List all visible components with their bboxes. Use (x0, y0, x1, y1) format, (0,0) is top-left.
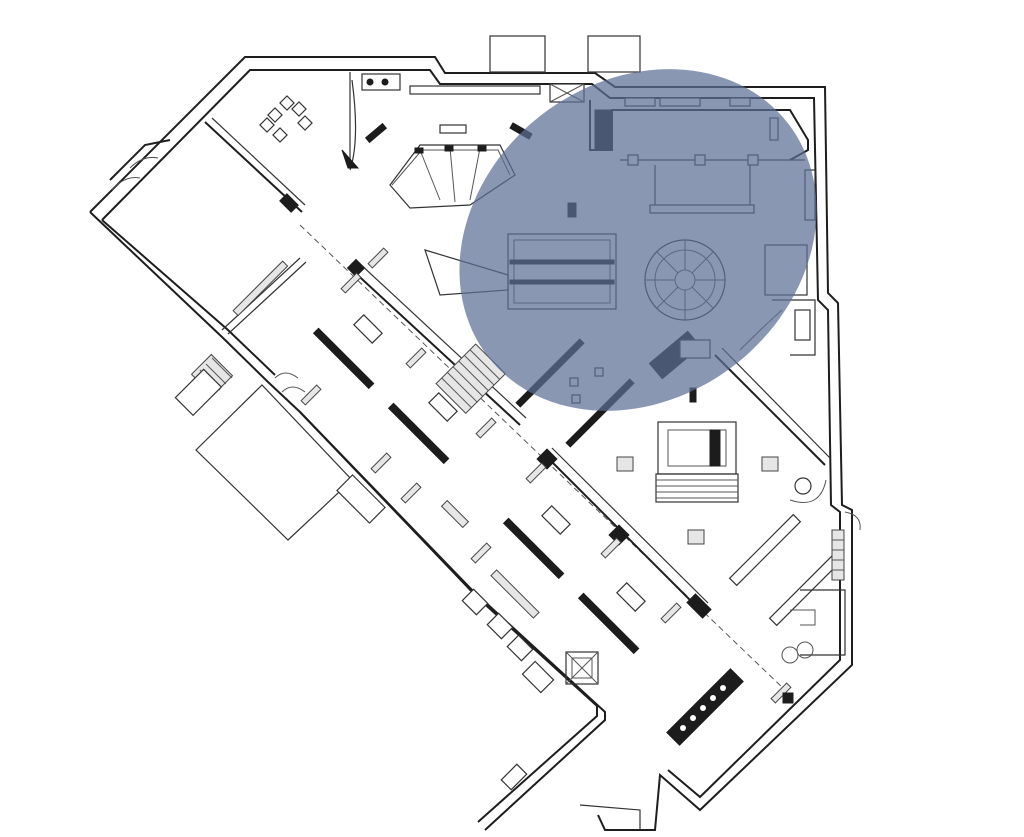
highlight-ellipse (459, 69, 817, 411)
lounge-chairs (259, 95, 313, 143)
bottom-display (579, 668, 744, 830)
lower-left-entrance (174, 353, 386, 541)
gallery-doors (461, 588, 599, 791)
upper-middle (341, 72, 541, 209)
diagonal-gallery (232, 224, 792, 704)
top-bays (489, 35, 641, 73)
left-wing (109, 117, 307, 335)
outer-walls (89, 56, 853, 831)
east-room (616, 299, 861, 704)
